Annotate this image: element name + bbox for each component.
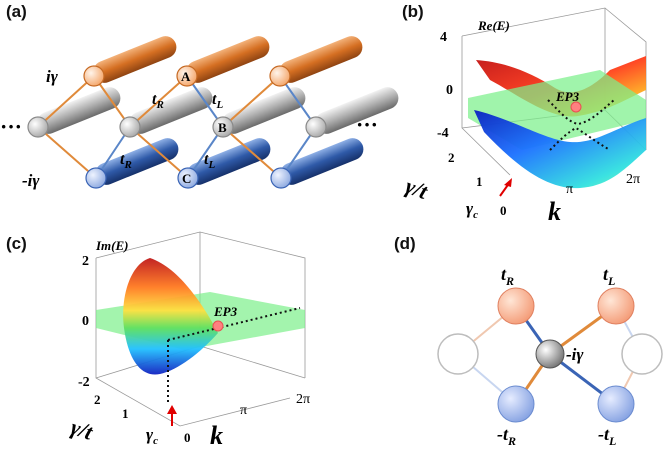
y-tick-1: 1 (476, 174, 483, 189)
tL-label: tL (603, 264, 615, 288)
gain-cylinders (93, 36, 363, 83)
center-site (535, 339, 565, 369)
lower-band-surface (474, 110, 646, 189)
z-tick-2: 2 (82, 254, 89, 269)
gain-label: iγ (46, 67, 59, 86)
ep3-marker (212, 320, 224, 332)
x-tick-pi: π (240, 403, 247, 418)
left-empty-site (437, 333, 479, 375)
panel-d: (d) tR tL -iγ -tR -tL (390, 228, 664, 448)
y-axis-label: γ/t (68, 414, 97, 445)
z-tick-0: 0 (82, 314, 89, 329)
center-label: -iγ (566, 345, 584, 364)
panel-a: (a) (0, 0, 400, 215)
ep3-marker (570, 101, 582, 113)
lattice-sites (27, 65, 327, 189)
gamma-c-arrow (499, 178, 512, 197)
x-axis-label: k (210, 421, 223, 447)
top-right-site (597, 287, 635, 325)
loss-cylinders (95, 138, 364, 185)
tL-bottom-label: tL (204, 151, 215, 171)
im-energy-plot: EP3 Im(E) 2 0 -2 2 1 0 γ/t γc k π 2π (68, 231, 310, 450)
top-left-site (497, 287, 535, 325)
panel-d-label: (d) (394, 234, 416, 253)
panel-a-label: (a) (6, 2, 27, 21)
ellipsis-left: ··· (0, 114, 22, 139)
right-empty-site (621, 333, 663, 375)
z-axis-label: Re(E) (477, 18, 510, 33)
z-tick-neg2: -2 (78, 375, 90, 390)
lattice-diagram: iγ -iγ ··· ··· A B C tR tL tR tL (0, 36, 399, 190)
ep3-label: EP3 (555, 89, 580, 104)
re-energy-plot: EP3 Re(E) 4 0 -4 2 1 0 γ/t γc k π 2π (402, 7, 647, 226)
effective-model-diagram: tR tL -iγ -tR -tL (437, 264, 663, 448)
bottom-right-site (597, 385, 635, 423)
z-axis-label: Im(E) (95, 238, 129, 253)
site-a-label: A (181, 69, 191, 84)
site-c-label: C (182, 171, 191, 186)
x-tick-2pi: 2π (626, 172, 640, 187)
ep3-label: EP3 (213, 304, 238, 319)
minus-tL-label: -tL (598, 424, 616, 447)
y-tick-2: 2 (94, 392, 101, 407)
imag-band-surface (123, 258, 218, 375)
loss-label: -iγ (22, 171, 40, 190)
gamma-c-arrow (167, 405, 177, 426)
gamma-c-label: γc (146, 425, 158, 447)
y-tick-1: 1 (122, 406, 129, 421)
minus-tR-label: -tR (497, 424, 516, 447)
tL-top-label: tL (212, 91, 223, 111)
y-tick-2: 2 (448, 150, 455, 165)
bottom-left-site (497, 385, 535, 423)
panel-b: (b) EP3 Re(E) 4 0 -4 (400, 0, 664, 228)
z-tick-4: 4 (440, 30, 447, 45)
hopping-links (37, 75, 317, 179)
y-axis-label: γ/t (402, 173, 431, 204)
tR-label: tR (501, 264, 514, 288)
gamma-c-label: γc (466, 199, 478, 221)
tR-top-label: tR (152, 91, 164, 111)
site-b-label: B (218, 120, 227, 135)
neutral-cylinders (37, 87, 399, 134)
y-tick-0: 0 (500, 203, 507, 218)
x-tick-2pi: 2π (296, 392, 310, 407)
x-axis-label: k (548, 197, 561, 226)
y-tick-0: 0 (184, 430, 191, 445)
x-tick-pi: π (566, 182, 573, 197)
panel-c: (c) EP3 Im(E) 2 0 -2 2 1 0 (0, 228, 340, 450)
panel-b-label: (b) (402, 2, 424, 21)
z-tick-0: 0 (446, 83, 453, 98)
tR-bottom-label: tR (120, 151, 132, 171)
ellipsis-right: ··· (356, 112, 378, 137)
z-tick-neg4: -4 (437, 126, 449, 141)
ep-curve-lower (549, 126, 611, 151)
panel-c-label: (c) (6, 234, 27, 253)
